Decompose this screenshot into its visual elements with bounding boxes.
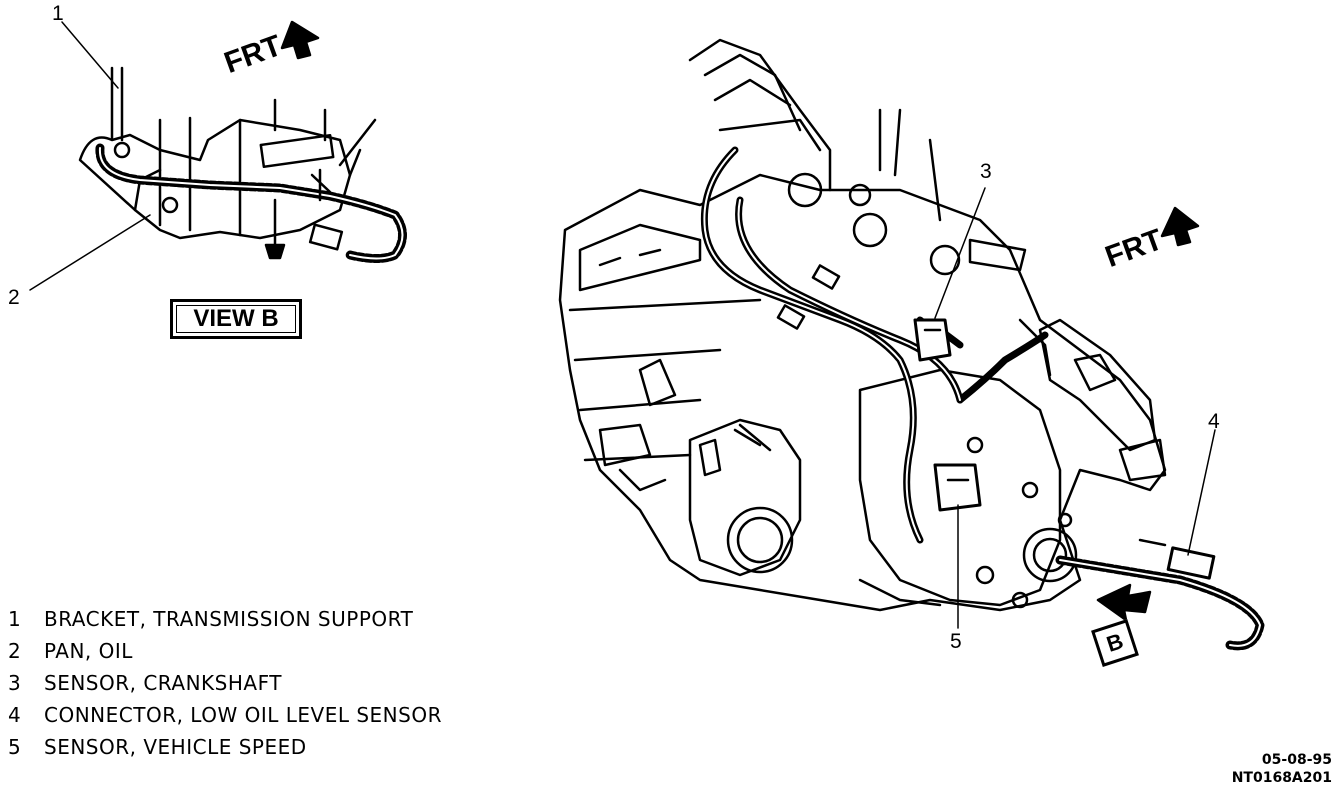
view-b-label: VIEW B xyxy=(170,299,302,339)
bracket-bolt xyxy=(113,141,131,159)
callout-4: 4 xyxy=(1208,410,1220,433)
engine-mount xyxy=(1038,318,1157,452)
axle-flange xyxy=(726,506,794,574)
oil-pan-ribs xyxy=(158,116,242,237)
tube-end xyxy=(968,238,1027,272)
leader-2 xyxy=(29,214,151,291)
callout-3: 3 xyxy=(980,160,992,183)
bellhousing xyxy=(688,418,802,577)
harness-clip xyxy=(811,264,841,290)
block-boss xyxy=(638,358,677,407)
legend-number: 4 xyxy=(8,703,22,727)
legend-number: 2 xyxy=(8,639,22,663)
frt-arrow-inset xyxy=(280,20,320,60)
figure-code: NT0168A201 xyxy=(1231,770,1332,786)
callout-1: 1 xyxy=(52,2,64,25)
manifold-port xyxy=(787,172,823,208)
pan-bolt xyxy=(161,196,179,214)
parts-legend: 1 BRACKET, TRANSMISSION SUPPORT 2 PAN, OIL… xyxy=(8,603,442,763)
crankshaft-sensor xyxy=(913,318,952,362)
legend-item: 3 SENSOR, CRANKSHAFT xyxy=(8,667,442,699)
pan-bolt-head xyxy=(264,243,286,260)
manifold-port xyxy=(852,212,888,248)
leader-4 xyxy=(1187,429,1216,556)
legend-number: 3 xyxy=(8,671,22,695)
harness-run-c xyxy=(956,331,1049,404)
view-b-connector xyxy=(308,223,344,251)
legend-text: BRACKET, TRANSMISSION SUPPORT xyxy=(44,607,414,631)
harness-run-b xyxy=(735,196,964,404)
main-harness xyxy=(700,146,1049,544)
engine-outline xyxy=(558,173,1167,612)
legend-item: 4 CONNECTOR, LOW OIL LEVEL SENSOR xyxy=(8,699,442,731)
oil-level-harness xyxy=(1055,555,1265,651)
legend-text: CONNECTOR, LOW OIL LEVEL SENSOR xyxy=(44,703,442,727)
legend-item: 5 SENSOR, VEHICLE SPEED xyxy=(8,731,442,763)
legend-item: 1 BRACKET, TRANSMISSION SUPPORT xyxy=(8,603,442,635)
legend-number: 5 xyxy=(8,735,22,759)
bracket-plate xyxy=(259,133,335,169)
frt-arrow-main xyxy=(1160,206,1200,247)
legend-text: PAN, OIL xyxy=(44,639,133,663)
legend-text: SENSOR, CRANKSHAFT xyxy=(44,671,282,695)
bracket-rod xyxy=(110,66,124,142)
output-seal xyxy=(1022,527,1078,583)
date-code: 05-08-95 xyxy=(1261,752,1332,768)
leader-3 xyxy=(934,187,986,319)
engine-block xyxy=(558,38,1167,612)
view-b-inset xyxy=(29,21,407,291)
legend-item: 2 PAN, OIL xyxy=(8,635,442,667)
oil-level-connector xyxy=(1166,546,1216,580)
harness-clip xyxy=(776,304,806,330)
block-ribs xyxy=(568,298,762,462)
callout-2: 2 xyxy=(8,286,20,309)
intake-runner xyxy=(688,38,832,192)
manifold-port xyxy=(929,244,961,276)
callout-5: 5 xyxy=(950,630,962,653)
vehicle-speed-sensor xyxy=(933,463,982,512)
view-b-arrow xyxy=(1096,583,1152,622)
leader-1 xyxy=(61,21,119,89)
legend-text: SENSOR, VEHICLE SPEED xyxy=(44,735,307,759)
transaxle-case xyxy=(858,368,1062,607)
legend-number: 1 xyxy=(8,607,22,631)
